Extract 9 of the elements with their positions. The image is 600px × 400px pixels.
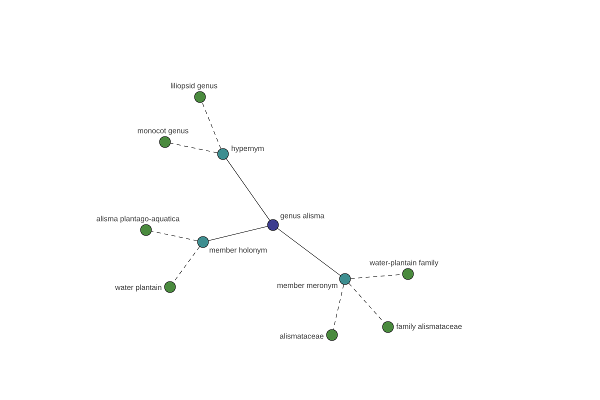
connector — [226, 158, 270, 221]
connector — [208, 226, 268, 241]
connector — [333, 284, 344, 330]
connector — [277, 228, 341, 276]
connector — [202, 102, 222, 149]
connector — [170, 142, 218, 154]
connector — [173, 246, 200, 283]
connector — [348, 283, 384, 323]
connector — [151, 230, 198, 242]
